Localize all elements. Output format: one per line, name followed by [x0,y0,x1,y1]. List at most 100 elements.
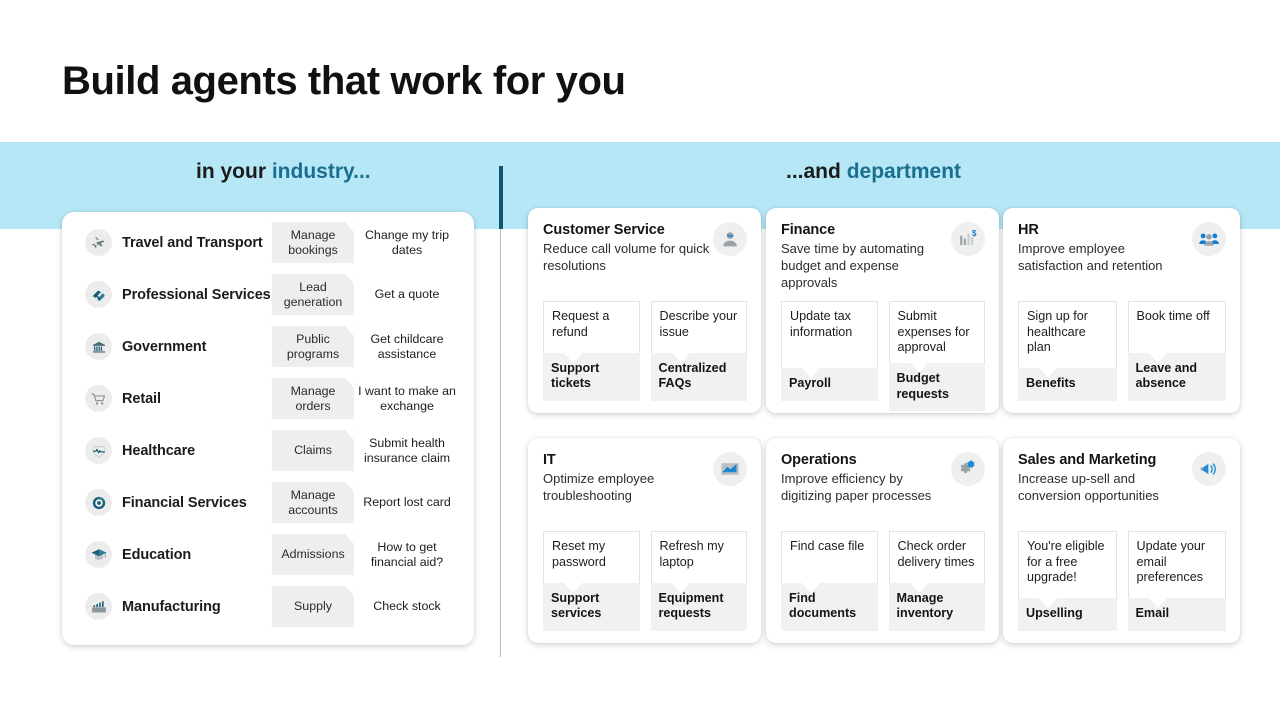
department-item-label[interactable]: Email [1127,598,1226,631]
megaphone-icon [1192,452,1226,486]
industry-prompt-bubble[interactable]: I want to make an exchange [345,378,460,419]
industry-prompt-bubble[interactable]: Check stock [345,586,460,627]
department-item-prompt[interactable]: Request a refund [543,301,640,363]
department-item-label[interactable]: Benefits [1018,368,1117,401]
industry-label: Healthcare [122,442,196,459]
industry-prompt-bubble[interactable]: Report lost card [345,482,460,523]
department-item-prompt[interactable]: Describe your issue [650,301,747,363]
industry-category[interactable]: Claims [272,430,354,471]
industry-category[interactable]: Manage orders [272,378,354,419]
industry-name-cell[interactable]: Professional Services [76,274,272,315]
person-headset-icon [713,222,747,256]
vertical-divider-line [500,229,501,657]
industry-category[interactable]: Lead generation [272,274,354,315]
department-item-prompt[interactable]: Check order delivery times [888,531,985,593]
industry-name-cell[interactable]: Healthcare [76,430,272,471]
briefcase-icon [85,281,112,308]
department-title: IT [543,452,556,468]
svg-text:$: $ [972,229,977,238]
department-item-label[interactable]: Support services [543,582,640,631]
department-item-label[interactable]: Budget requests [888,363,985,412]
factory-icon [85,593,112,620]
department-subtitle: Improve efficiency by digitizing paper p… [781,471,932,504]
department-item-prompt[interactable]: Refresh my laptop [650,531,747,593]
department-item-prompt[interactable]: Book time off [1127,301,1226,363]
department-item-label[interactable]: Support tickets [543,352,640,401]
industry-name-cell[interactable]: Retail [76,378,272,419]
industry-prompt-bubble[interactable]: Submit health insurance claim [345,430,460,471]
department-items: You're eligible for a free upgrade!Upsel… [1018,531,1226,631]
department-item-label[interactable]: Leave and absence [1127,352,1226,401]
bank-icon [85,333,112,360]
industry-prompt-bubble[interactable]: Get a quote [345,274,460,315]
department-item-label[interactable]: Payroll [781,368,878,401]
industry-name-cell[interactable]: Government [76,326,272,367]
vertical-divider-accent [499,166,503,229]
industry-label: Professional Services [122,286,271,303]
industry-prompt-bubble[interactable]: Change my trip dates [345,222,460,263]
industry-label: Financial Services [122,494,247,511]
industry-name-cell[interactable]: Manufacturing [76,586,272,627]
industry-category[interactable]: Manage bookings [272,222,354,263]
department-item-label[interactable]: Centralized FAQs [650,352,747,401]
heartbeat-icon [85,437,112,464]
department-item-prompt[interactable]: Reset my password [543,531,640,593]
department-item[interactable]: You're eligible for a free upgrade!Upsel… [1018,531,1117,631]
department-item-label[interactable]: Manage inventory [888,582,985,631]
department-item-prompt[interactable]: Submit expenses for approval [888,301,985,374]
industry-category[interactable]: Supply [272,586,354,627]
industry-label: Manufacturing [122,598,221,615]
industry-name-cell[interactable]: Education [76,534,272,575]
department-title: Sales and Marketing [1018,452,1157,468]
department-item-prompt[interactable]: You're eligible for a free upgrade! [1018,531,1117,609]
department-item-prompt[interactable]: Find case file [781,531,878,593]
industry-category[interactable]: Admissions [272,534,354,575]
department-subtitle: Increase up-sell and conversion opportun… [1018,471,1159,504]
department-item-label[interactable]: Find documents [781,582,878,631]
industry-category[interactable]: Manage accounts [272,482,354,523]
department-title: Finance [781,222,836,238]
department-item-prompt[interactable]: Sign up for healthcare plan [1018,301,1117,379]
department-subtitle: Optimize employee troubleshooting [543,471,655,504]
industry-label: Retail [122,390,161,407]
industry-category[interactable]: Public programs [272,326,354,367]
department-item-prompt[interactable]: Update tax information [781,301,878,379]
department-item-label[interactable]: Equipment requests [650,582,747,631]
industry-prompt-bubble[interactable]: Get childcare assistance [345,326,460,367]
industry-prompt-bubble[interactable]: How to get financial aid? [345,534,460,575]
industry-heading-prefix: in your [196,160,272,183]
department-item-prompt[interactable]: Update your email preferences [1127,531,1226,609]
industry-name-cell[interactable]: Travel and Transport [76,222,272,263]
industry-name-cell[interactable]: Financial Services [76,482,272,523]
department-title: HR [1018,222,1039,238]
department-item-label[interactable]: Upselling [1018,598,1117,631]
industry-heading: in your industry... [196,160,371,184]
